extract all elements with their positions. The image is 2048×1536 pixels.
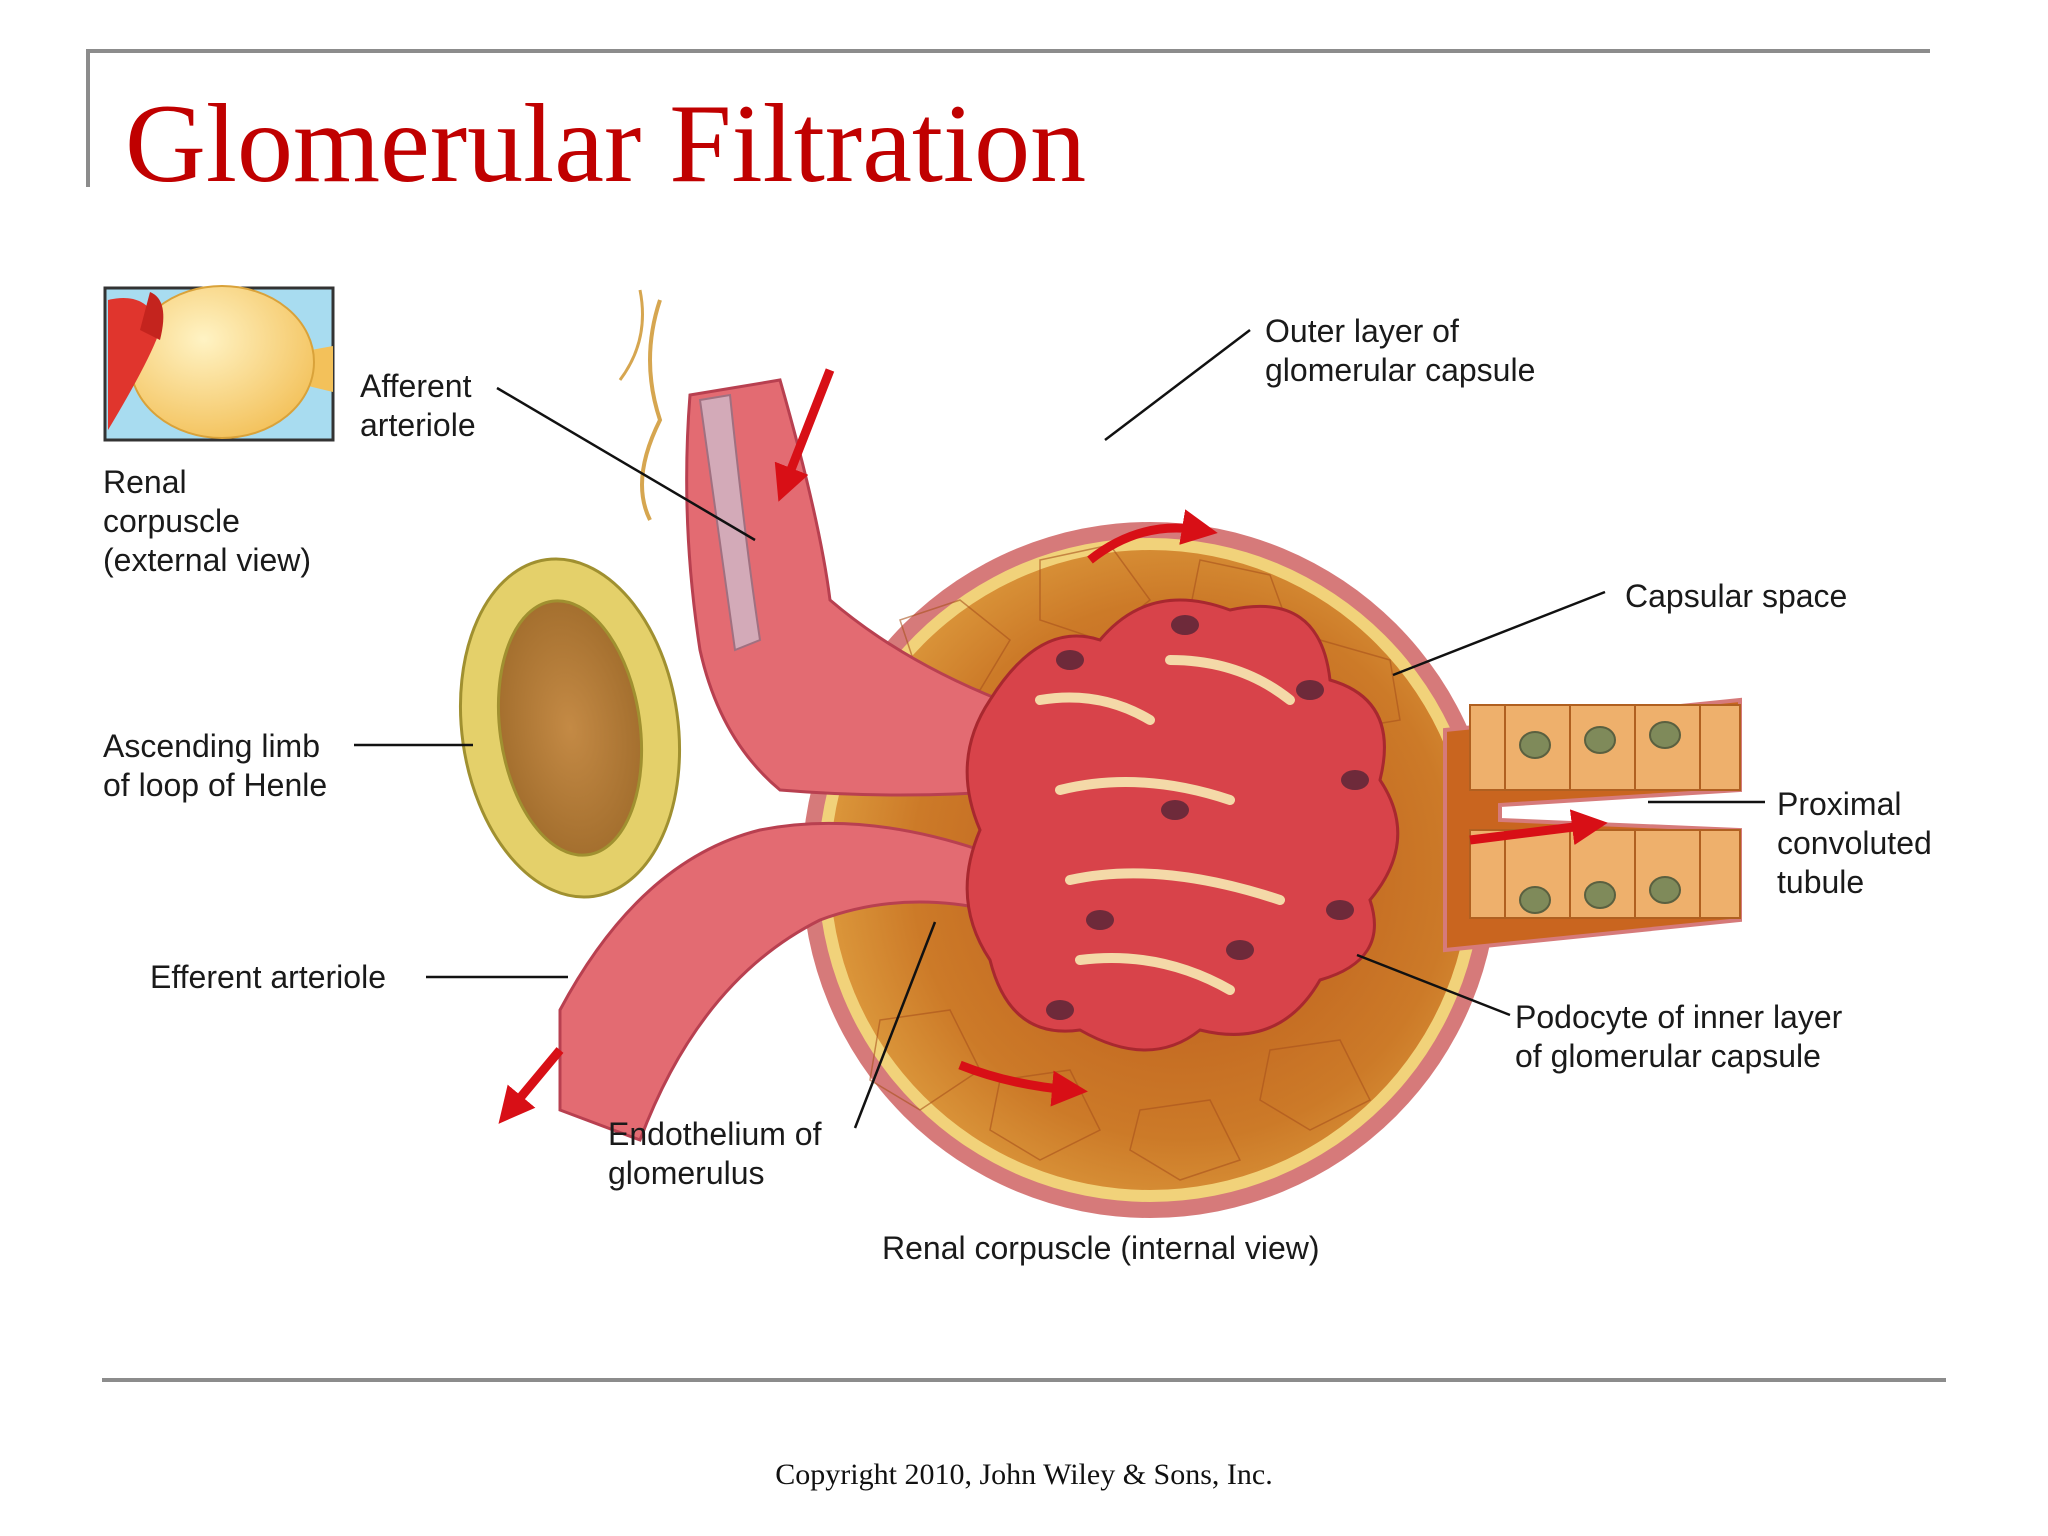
external-view-inset: [103, 285, 335, 442]
label-external-view: Renal corpuscle (external view): [103, 464, 312, 578]
label-podocyte: Podocyte of inner layer of glomerular ca…: [1515, 999, 1843, 1074]
label-endothelium: Endothelium of glomerulus: [608, 1116, 822, 1191]
slide-frame-left: [86, 49, 90, 187]
label-efferent-arteriole: Efferent arteriole: [150, 959, 386, 995]
label-afferent-arteriole: Afferent arteriole: [360, 368, 476, 443]
ascending-limb: [458, 557, 682, 899]
slide-frame-top: [86, 49, 1930, 53]
label-ascending-limb: Ascending limb of loop of Henle: [103, 728, 328, 803]
label-outer-layer: Outer layer of glomerular capsule: [1265, 313, 1536, 388]
label-proximal-tubule: Proximal convoluted tubule: [1777, 786, 1932, 900]
proximal-tubule: [1443, 697, 1742, 953]
copyright-notice: Copyright 2010, John Wiley & Sons, Inc.: [775, 1458, 1273, 1491]
flow-arrows: [498, 368, 1608, 1124]
slide-frame-bottom: [102, 1378, 1946, 1382]
glomerulus: [965, 598, 1400, 1052]
label-capsular-space: Capsular space: [1625, 578, 1848, 614]
slide-title: Glomerular Filtration: [125, 82, 1087, 206]
diagram-caption: Renal corpuscle (internal view): [882, 1230, 1320, 1266]
arterioles: [558, 289, 1022, 1142]
leader-lines: [354, 329, 1765, 1129]
